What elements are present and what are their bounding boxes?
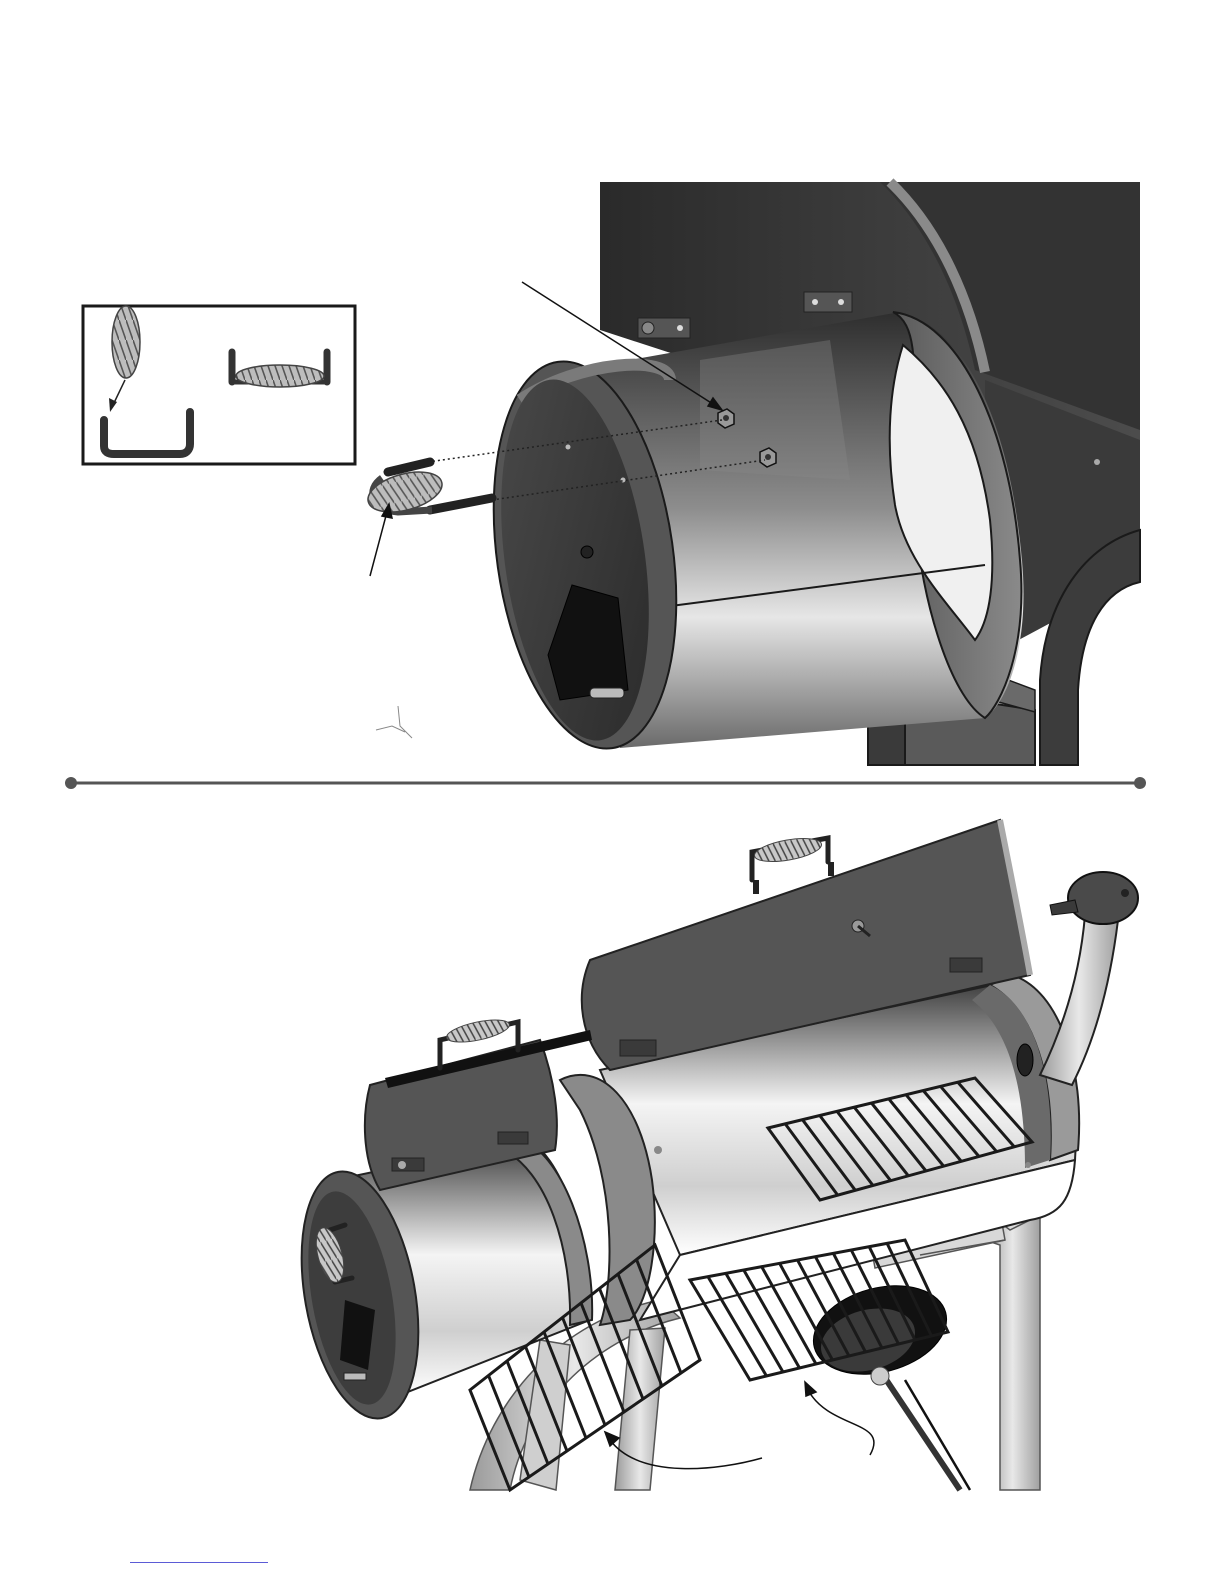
spring-handle-icon (364, 462, 492, 519)
section-divider (65, 777, 1146, 789)
nut-icon (718, 409, 734, 428)
handle-assembly-figure (0, 0, 1225, 790)
smokestack (1040, 872, 1138, 1085)
nut-icon (760, 448, 776, 467)
leader-arrow-icon (605, 1380, 970, 1490)
footer-link-underline[interactable] (130, 1562, 268, 1563)
firebox (471, 312, 1024, 760)
firebox-lid (365, 1016, 592, 1190)
spring-handle-icon (752, 834, 828, 880)
grate-installation-figure (0, 790, 1225, 1585)
handle-detail-inset (83, 306, 355, 464)
